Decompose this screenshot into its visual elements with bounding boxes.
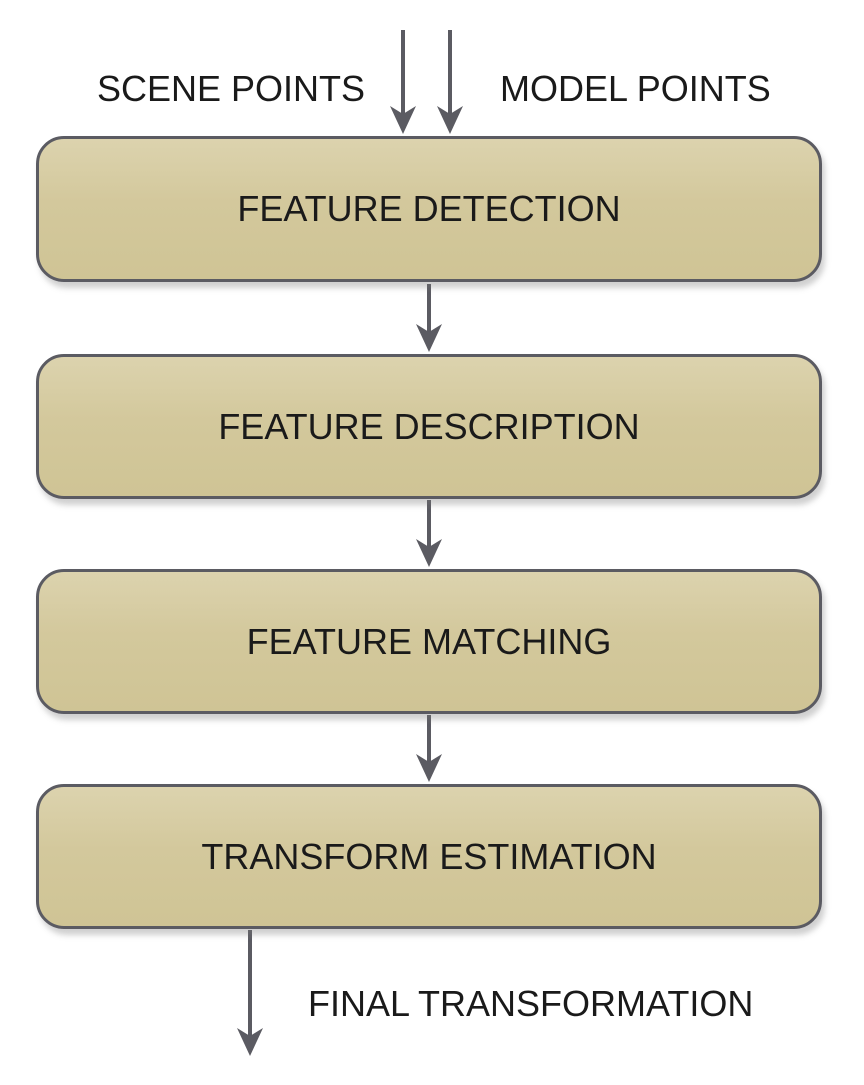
step-label: FEATURE MATCHING: [246, 620, 612, 662]
step-label: FEATURE DETECTION: [237, 188, 621, 229]
scene-points-label: SCENE POINTS: [97, 68, 366, 109]
arrow-matching-to-estimation: [416, 715, 442, 782]
scene-input-arrow: [390, 30, 416, 134]
final-output-arrow: [237, 930, 263, 1056]
step-feature-description: FEATURE DESCRIPTION: [36, 354, 822, 499]
arrow-description-to-matching: [416, 500, 442, 567]
model-input-arrow: [437, 30, 463, 134]
arrow-detection-to-description: [416, 284, 442, 352]
model-points-label: MODEL POINTS: [500, 68, 771, 109]
step-label: FEATURE DESCRIPTION: [218, 405, 640, 447]
step-transform-estimation: TRANSFORM ESTIMATION: [36, 784, 822, 929]
final-transformation-label: FINAL TRANSFORMATION: [308, 983, 754, 1024]
step-label: TRANSFORM ESTIMATION: [201, 835, 657, 877]
step-feature-matching: FEATURE MATCHING: [36, 569, 822, 714]
step-feature-detection: FEATURE DETECTION: [36, 136, 822, 282]
